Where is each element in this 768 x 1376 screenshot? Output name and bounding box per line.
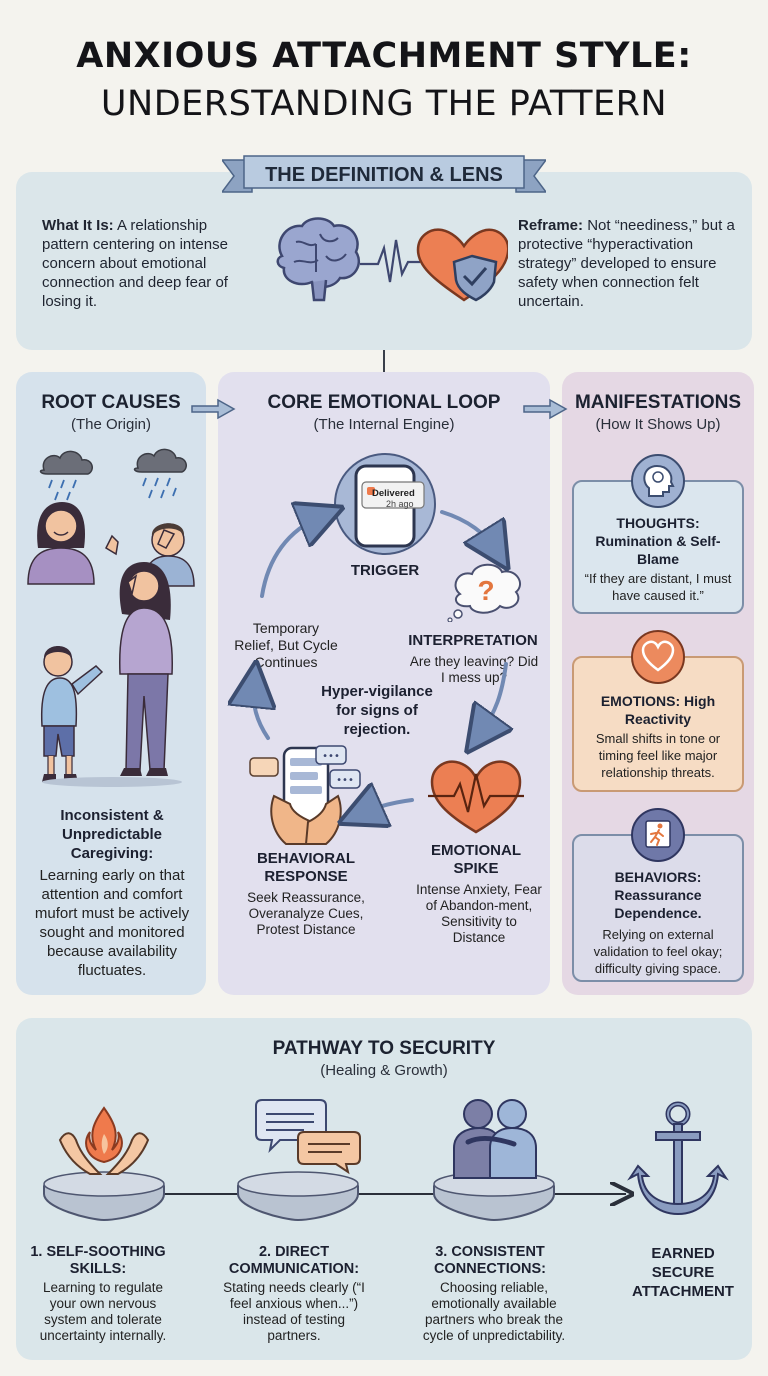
step-2-text: Stating needs clearly (“I feel anxious w… (223, 1280, 365, 1343)
relief-text: Temporary Relief, But Cycle Continues (234, 620, 338, 670)
brain-heart-illustration (276, 217, 508, 302)
arrow-to-manifestations-icon (523, 398, 568, 420)
step-1-text: Learning to regulate your own nervous sy… (39, 1280, 167, 1343)
root-causes-panel (16, 372, 206, 995)
behaviors-text: Relying on external validation to feel o… (593, 927, 723, 976)
spike-label: EMOTIONAL SPIKE (431, 842, 521, 877)
raindrops (48, 477, 177, 501)
thoughts-title: THOUGHTS: Rumination & Self-Blame (595, 515, 721, 567)
pathway-subtitle: (Healing & Growth) (320, 1062, 448, 1079)
page-title-line-1: ANXIOUS ATTACHMENT STYLE: (76, 36, 692, 76)
thoughts-text: “If they are distant, I must have caused… (584, 571, 732, 603)
response-text: Seek Reassurance, Overanalyze Cues, Prot… (247, 890, 365, 937)
heart-shield-icon (416, 228, 508, 302)
behaviors-title: BEHAVIORS: Reassurance Dependence. (614, 869, 702, 921)
step-1-title: 1. SELF-SOOTHING SKILLS: (30, 1244, 166, 1277)
step-2-title: 2. DIRECT COMMUNICATION: (228, 1244, 360, 1277)
svg-text:•••: ••• (322, 751, 340, 762)
hands-flame-icon (58, 1106, 150, 1175)
definition-ribbon-title: THE DEFINITION & LENS (265, 164, 503, 186)
root-causes-subtitle: (The Origin) (70, 416, 152, 433)
reframe-label: Reframe: (518, 217, 584, 234)
definition-what-it-is: What It Is: A relationship pattern cente… (42, 216, 257, 311)
phone-notification-icon (334, 453, 436, 555)
core-loop-title: CORE EMOTIONAL LOOP (267, 392, 501, 413)
pathway-title: PATHWAY TO SECURITY (272, 1038, 496, 1059)
emotions-title: EMOTIONS: High Reactivity (600, 693, 716, 727)
definition-reframe: Reframe: Not “neediness,” but a protecti… (518, 216, 740, 311)
hypervigilance-text: Hyper-vigilance for signs of rejection. (321, 683, 433, 738)
what-it-is-label: What It Is: (42, 217, 114, 234)
goal-text: EARNED SECURE ATTACHMENT (632, 1245, 734, 1300)
root-causes-heading: Inconsistent & Unpredictable Caregiving: (60, 807, 164, 862)
interpretation-label: INTERPRETATION (408, 632, 538, 649)
step-3-title: 3. CONSISTENT CONNECTIONS: (434, 1244, 546, 1277)
family-illustration (27, 448, 195, 787)
arrow-to-loop-icon (191, 398, 236, 420)
child-figure (40, 646, 104, 782)
ribbon-banner (222, 155, 546, 193)
connector-line (383, 350, 385, 372)
caregiver-figure (119, 562, 173, 776)
trigger-label: TRIGGER (350, 562, 420, 579)
speech-bubbles-icon (255, 1099, 361, 1175)
emotions-text: Small shifts in tone or timing feel like… (595, 731, 721, 780)
brain-icon (276, 217, 361, 302)
spike-text: Intense Anxiety, Fear of Abandon-ment, S… (416, 882, 542, 945)
pathway-illustration (43, 1099, 729, 1222)
embrace-icon (453, 1099, 537, 1179)
pulse-line-icon (360, 239, 420, 283)
loop-arrows (218, 440, 550, 880)
svg-text:•••: ••• (336, 775, 354, 786)
head-icon (631, 454, 685, 508)
phone-hands-icon: ••• ••• (249, 745, 361, 845)
heart-icon (631, 630, 685, 684)
running-person-icon (631, 808, 685, 862)
what-it-is-text: A relationship pattern centering on inte… (42, 217, 228, 310)
anchor-icon (627, 1101, 729, 1216)
step-3-text: Choosing reliable, emotionally available… (422, 1280, 566, 1343)
distressed-parent-figure (143, 523, 195, 587)
root-causes-title: ROOT CAUSES (41, 392, 181, 413)
notification-status: Delivered (372, 488, 415, 499)
smiling-parent-figure (27, 502, 119, 585)
definition-panel (16, 172, 752, 350)
reframe-text: Not “neediness,” but a protective “hyper… (518, 217, 735, 310)
notification-time: 2h ago (386, 499, 414, 509)
svg-text:?: ? (477, 575, 494, 606)
page-title-line-2: UNDERSTANDING THE PATTERN (100, 84, 668, 124)
heartbeat-heart-icon (428, 760, 524, 834)
response-label: BEHAVIORAL RESPONSE (256, 850, 356, 885)
manifestations-subtitle: (How It Shows Up) (595, 416, 721, 433)
manifestations-title: MANIFESTATIONS (574, 392, 742, 413)
root-causes-text: Learning early on that attention and com… (34, 867, 190, 979)
rain-cloud-icon (39, 448, 187, 475)
core-loop-subtitle: (The Internal Engine) (313, 416, 455, 433)
